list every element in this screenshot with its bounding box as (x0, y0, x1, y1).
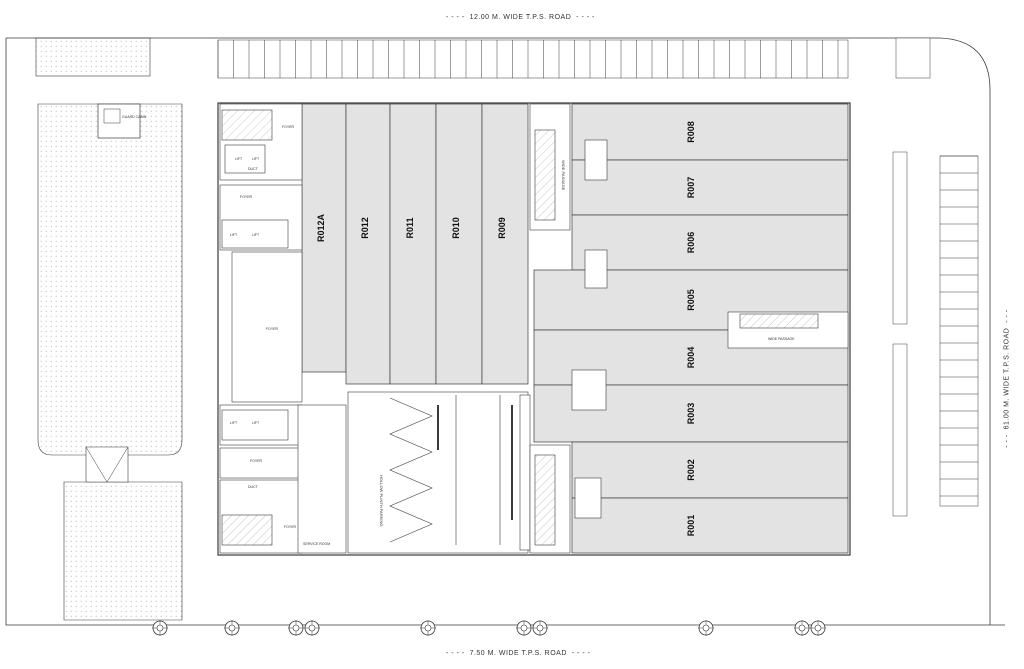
tree-icon (532, 620, 548, 636)
unit-label-r005: R005 (686, 289, 696, 311)
foyer-label-3: FOYER (266, 327, 279, 331)
top-parking-strip (217, 37, 931, 79)
right-parking-strip (892, 151, 979, 517)
service-room-label: SERVICE ROOM (303, 542, 330, 546)
foyer-label-4: FOYER (250, 459, 263, 463)
parking-label: HOLLOW PLINTH PARKING (379, 475, 384, 527)
tree-icon (810, 620, 826, 636)
road-label-top-text: 12.00 M. WIDE T.P.S. ROAD (469, 14, 572, 21)
lift-label-6: LIFT (252, 421, 260, 425)
unit-r007[interactable]: R007 (571, 159, 849, 216)
unit-r008[interactable]: R008 (571, 103, 849, 161)
duct-label-2: DUCT (248, 485, 259, 489)
unit-r012a[interactable]: R012A (301, 103, 347, 373)
unit-label-r008: R008 (686, 121, 696, 143)
unit-label-r004: R004 (686, 347, 696, 369)
left-core (219, 103, 347, 554)
left-landscape: GUARD CABIN (35, 37, 183, 621)
tree-icon (516, 620, 532, 636)
wide-passage-label-1: WIDE PASSAGE (561, 160, 566, 191)
road-label-bottom: - - - - 7.50 M. WIDE T.P.S. ROAD - - - - (446, 650, 591, 657)
tree-icon (698, 620, 714, 636)
guard-room-label: GUARD CABIN (122, 115, 147, 119)
duct-label-1: DUCT (248, 167, 259, 171)
right-cores (529, 103, 849, 554)
tree-icon (152, 620, 168, 636)
tree-icon (304, 620, 320, 636)
tree-icon (288, 620, 304, 636)
unit-r010[interactable]: R010 (435, 103, 483, 385)
unit-label-r002: R002 (686, 459, 696, 481)
lift-label-4: LIFT (252, 233, 260, 237)
unit-r001[interactable]: R001 (571, 497, 849, 554)
lift-label-3: LIFT (230, 233, 238, 237)
tree-icon (420, 620, 436, 636)
top-units-group: R012A R012 R011 R010 R009 (301, 103, 529, 385)
unit-r012[interactable]: R012 (345, 103, 391, 385)
wide-passage-label-2: WIDE PASSAGE (768, 337, 795, 341)
lift-label-1: LIFT (235, 157, 243, 161)
tree-icon (224, 620, 240, 636)
unit-r006[interactable]: R006 (571, 214, 849, 271)
foyer-label-2: FOYER (240, 195, 253, 199)
lift-label-2: LIFT (252, 157, 260, 161)
unit-r011[interactable]: R011 (389, 103, 437, 385)
unit-label-r001: R001 (686, 515, 696, 537)
unit-label-r007: R007 (686, 177, 696, 199)
unit-label-r011: R011 (405, 217, 415, 238)
unit-label-r010: R010 (451, 217, 461, 239)
unit-label-r003: R003 (686, 403, 696, 425)
lift-label-5: LIFT (230, 421, 238, 425)
building-outline (217, 102, 851, 556)
unit-label-r012: R012 (360, 217, 370, 239)
tree-icon (794, 620, 810, 636)
road-label-bottom-text: 7.50 M. WIDE T.P.S. ROAD (469, 650, 567, 657)
unit-label-r006: R006 (686, 232, 696, 254)
unit-label-r009: R009 (497, 217, 507, 239)
unit-r009[interactable]: R009 (481, 103, 529, 385)
foyer-label-1: FOYER (282, 125, 295, 129)
central-parking (347, 391, 531, 554)
unit-r002[interactable]: R002 (571, 441, 849, 499)
trees-row (152, 620, 826, 636)
road-label-top: - - - - 12.00 M. WIDE T.P.S. ROAD - - - … (446, 14, 595, 21)
unit-label-r012a: R012A (316, 213, 326, 242)
foyer-label-5: FOYER (284, 525, 297, 529)
